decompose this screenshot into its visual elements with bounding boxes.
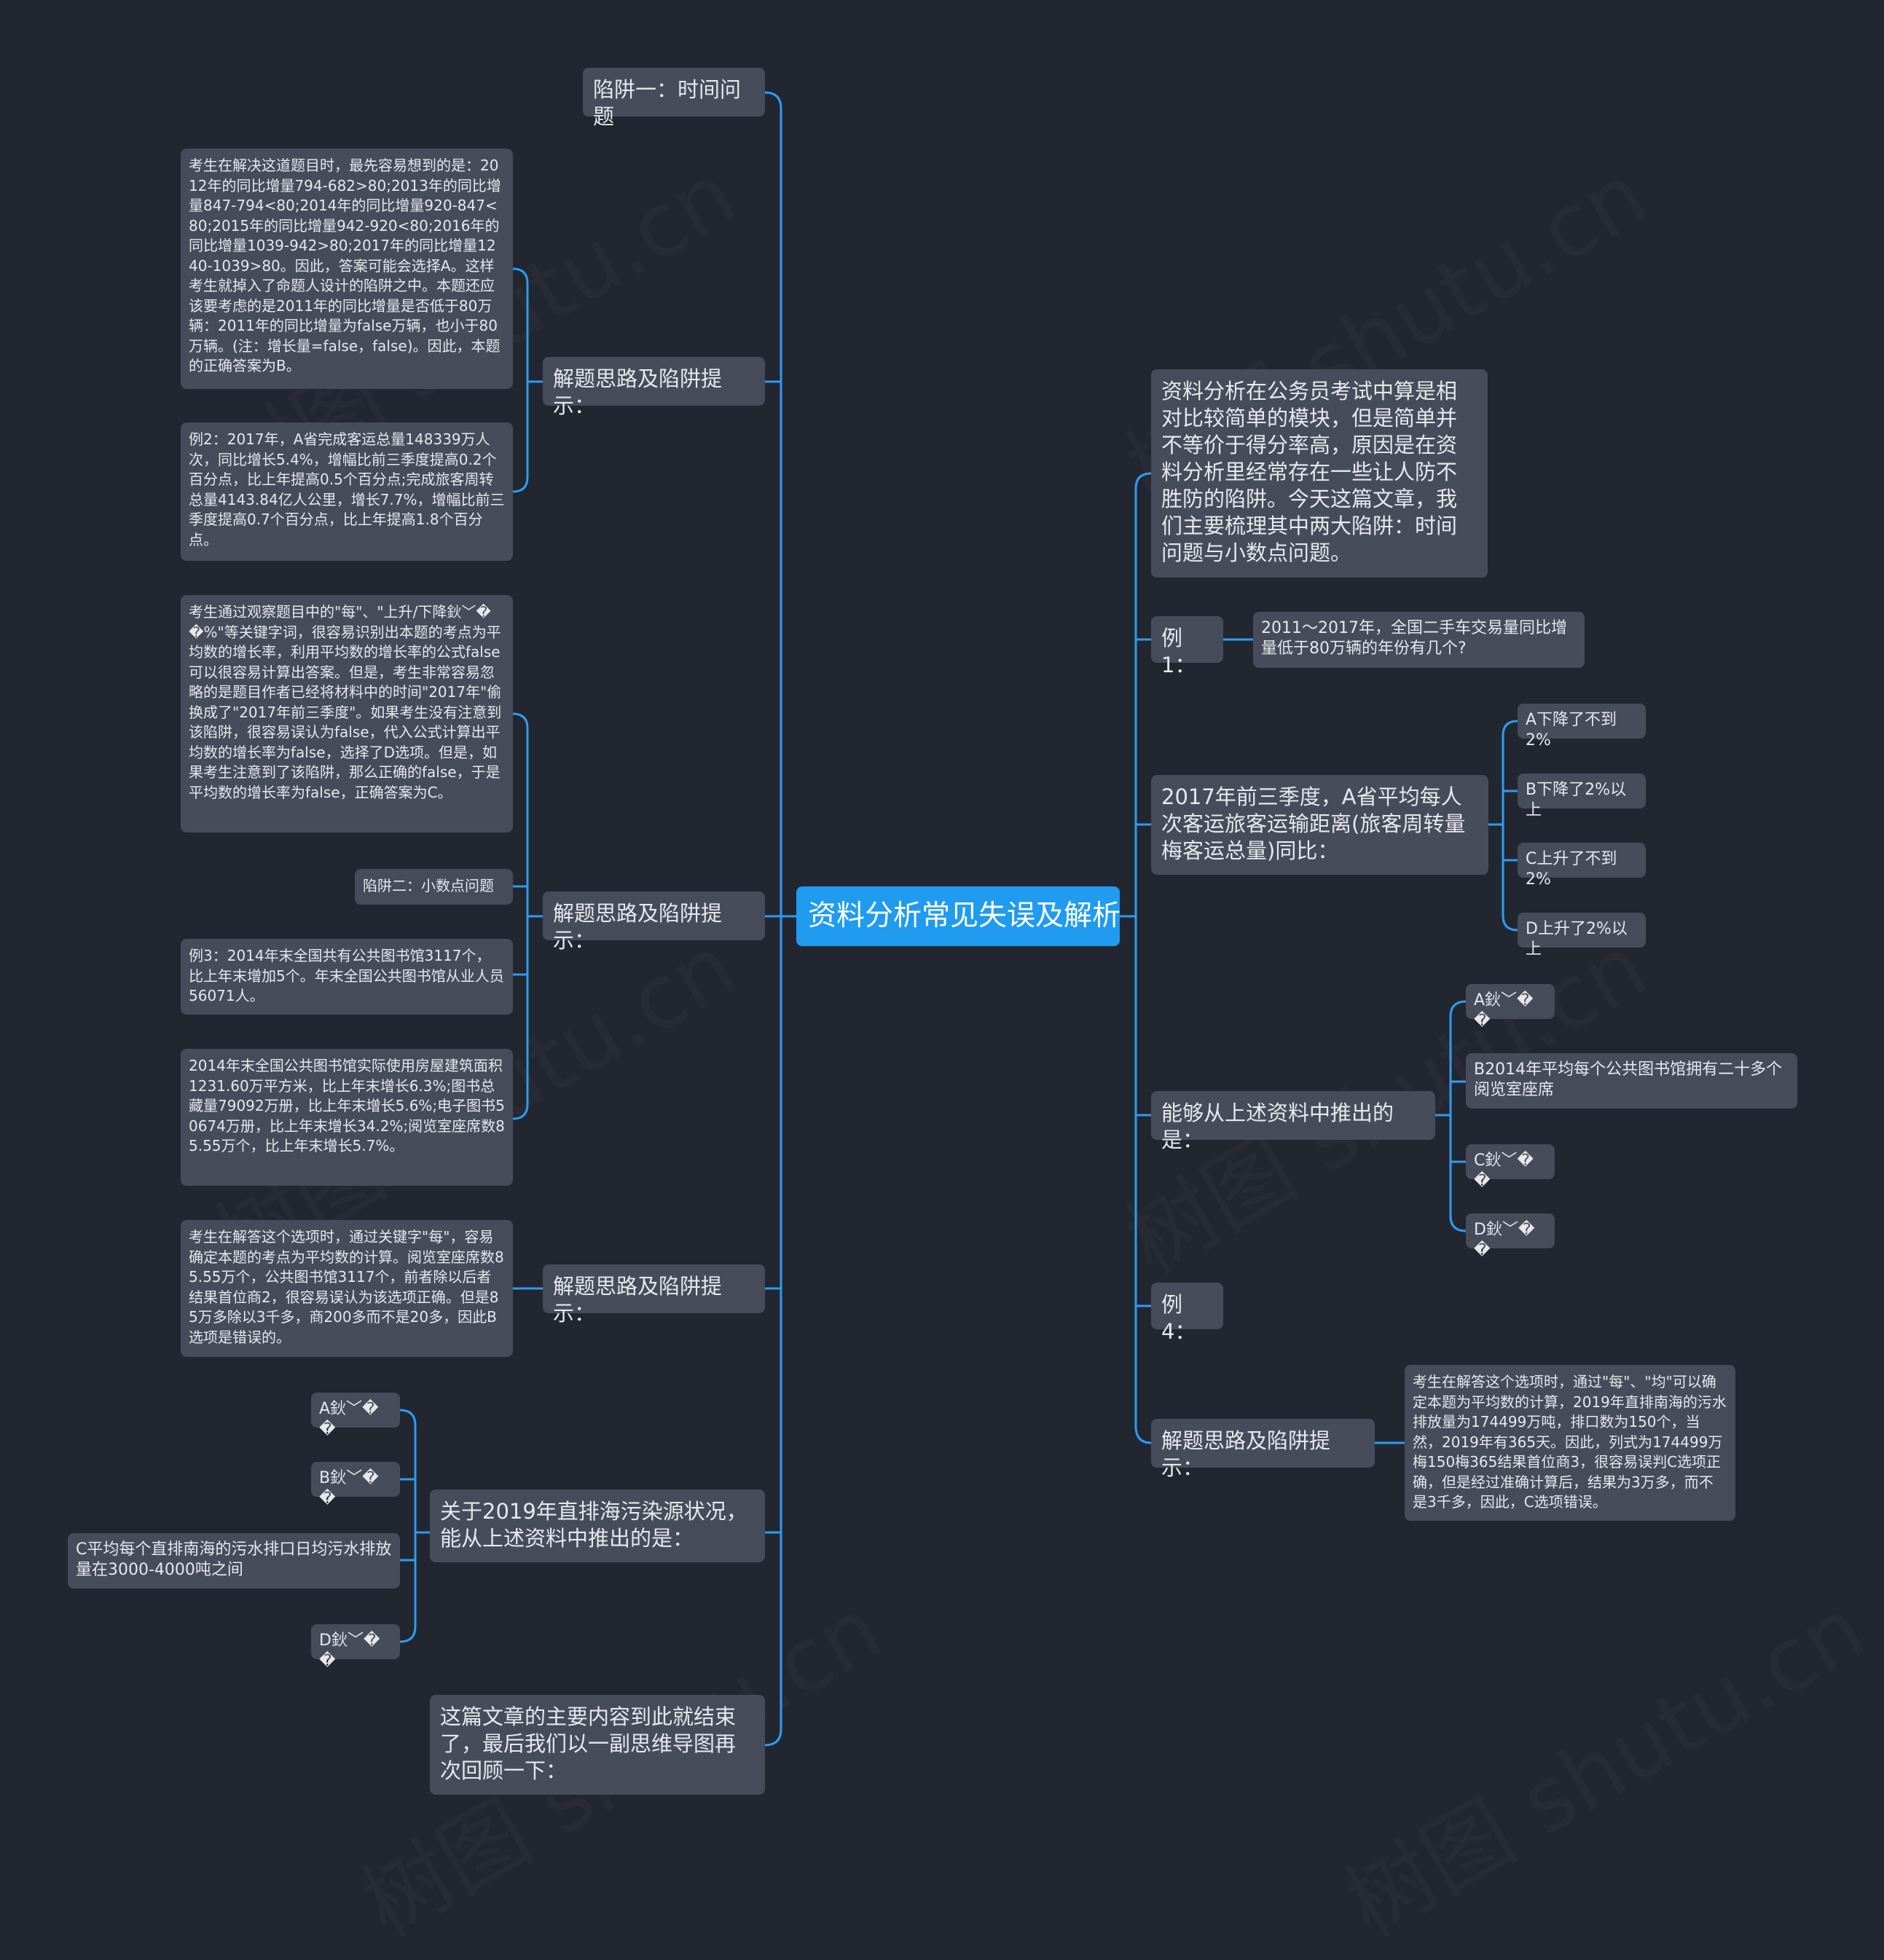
qderive-node[interactable]: 能够从上述资料中推出的是： xyxy=(1151,1091,1435,1152)
ex1-node[interactable]: 例1： xyxy=(1151,616,1223,677)
connector xyxy=(764,91,782,1747)
hint3-node[interactable]: 解题思路及陷阱提示： xyxy=(543,1264,765,1326)
hint2-text1: 考生通过观察题目中的"每"、"上升/下降鈥﹀��%"等关键字词，很容易识别出本题… xyxy=(181,595,513,833)
hint2-text3: 2014年末全国公共图书馆实际使用房屋建筑面积1231.60万平方米，比上年末增… xyxy=(181,1049,513,1186)
root-topic[interactable]: 资料分析常见失误及解析 xyxy=(796,886,1120,946)
hint4-node[interactable]: 解题思路及陷阱提示： xyxy=(1151,1419,1375,1480)
hint2-text2: 例3：2014年末全国共有公共图书馆3117个，比上年末增加5个。年末全国公共图… xyxy=(181,939,513,1015)
hint4-text: 考生在解答这个选项时，通过"每"、"均"可以确定本题为平均数的计算，2019年直… xyxy=(1405,1365,1735,1521)
qderive-option-d[interactable]: D鈥﹀�� xyxy=(1466,1213,1555,1259)
ex1-text: 2011～2017年，全国二手车交易量同比增量低于80万辆的年份有几个? xyxy=(1253,612,1585,668)
q2019-option-d[interactable]: D鈥﹀�� xyxy=(311,1624,400,1670)
q2017-node[interactable]: 2017年前三季度，A省平均每人次客运旅客运输距离(旅客周转量梅客运总量)同比： xyxy=(1151,775,1488,875)
connector xyxy=(1449,1000,1467,1232)
connector xyxy=(1502,720,1518,932)
ending-node[interactable]: 这篇文章的主要内容到此就结束了，最后我们以一副思维导图再次回顾一下： xyxy=(430,1695,765,1795)
connector-lines xyxy=(399,91,1518,1747)
hint1-text1: 考生在解决这道题目时，最先容易想到的是：2012年的同比增量794-682>80… xyxy=(181,149,513,389)
hint2-node[interactable]: 解题思路及陷阱提示： xyxy=(543,892,765,953)
trap2-node[interactable]: 陷阱二：小数点问题 xyxy=(355,869,513,905)
connector xyxy=(399,1409,417,1643)
qderive-option-b[interactable]: B2014年平均每个公共图书馆拥有二十多个阅览室座席 xyxy=(1466,1053,1797,1109)
intro-node[interactable]: 资料分析在公务员考试中算是相对比较简单的模块，但是简单并不等价于得分率高，原因是… xyxy=(1151,369,1488,578)
q2019-option-a[interactable]: A鈥﹀�� xyxy=(311,1393,400,1438)
hint1-node[interactable]: 解题思路及陷阱提示： xyxy=(543,357,765,418)
trap1-node[interactable]: 陷阱一：时间问题 xyxy=(583,68,765,129)
hint1-text2: 例2：2017年，A省完成客运总量148339万人次，同比增长5.4%，增幅比前… xyxy=(181,422,513,561)
q2017-option-b[interactable]: B下降了2%以上 xyxy=(1518,774,1646,819)
connector xyxy=(512,267,529,493)
qderive-option-c[interactable]: C鈥﹀�� xyxy=(1466,1144,1555,1190)
connector xyxy=(1134,472,1152,1444)
q2019-option-b[interactable]: B鈥﹀�� xyxy=(311,1462,400,1508)
q2017-option-c[interactable]: C上升了不到2% xyxy=(1518,843,1646,889)
hint3-text: 考生在解答这个选项时，通过关键字"每"，容易确定本题的考点为平均数的计算。阅览室… xyxy=(181,1220,513,1357)
connector xyxy=(512,712,529,1120)
q2019-node[interactable]: 关于2019年直排海污染源状况，能从上述资料中推出的是： xyxy=(430,1489,765,1562)
q2019-option-c[interactable]: C平均每个直排南海的污水排口日均污水排放量在3000-4000吨之间 xyxy=(68,1533,400,1589)
qderive-option-a[interactable]: A鈥﹀�� xyxy=(1466,984,1555,1030)
ex4-node[interactable]: 例4： xyxy=(1151,1283,1223,1344)
q2017-option-d[interactable]: D上升了2%以上 xyxy=(1518,913,1646,959)
q2017-option-a[interactable]: A下降了不到2% xyxy=(1518,704,1646,749)
